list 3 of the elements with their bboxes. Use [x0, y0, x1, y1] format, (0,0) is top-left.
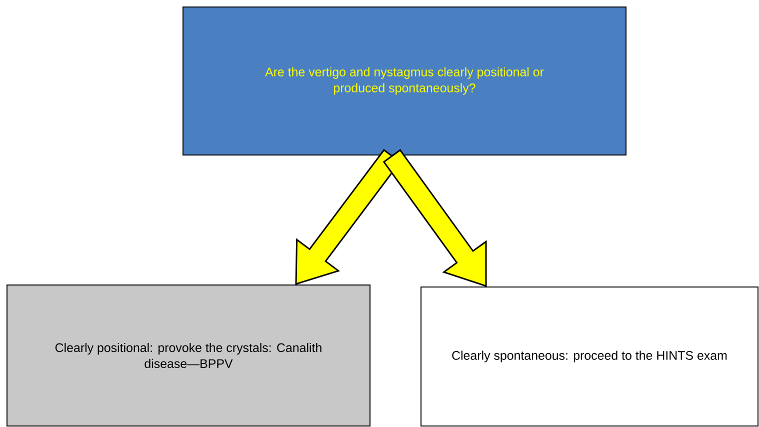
text-box: Clearly positional: provoke the crystals: Canalith disease—BPPV: [6, 284, 370, 426]
text-box: Are the vertigo and nystagmus clearly positional or produced spontaneously?: [182, 6, 626, 156]
text-box: Clearly spontaneous: proceed to the HINTS exam: [420, 286, 758, 426]
